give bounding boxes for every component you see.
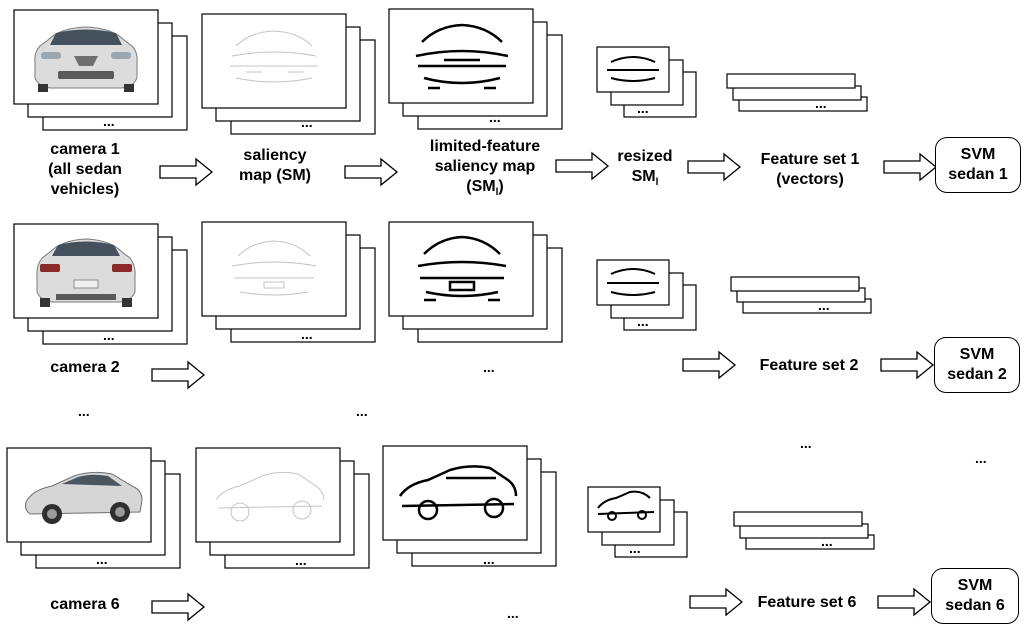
arrow-resized-to-features [687, 153, 741, 181]
saliency-car-front [230, 30, 318, 83]
camera2-stack-ellipsis: ... [103, 327, 115, 343]
camera-ellipsis-middle: ... [78, 403, 90, 419]
saliency-map-stack-row2 [201, 221, 376, 343]
svm-sedan2-subtitle: sedan 2 [947, 366, 1007, 383]
vector-stack-row1 [726, 73, 868, 112]
limited-below-ellipsis-row3: ... [507, 605, 519, 621]
limited-saliency-stack-row1 [388, 8, 563, 130]
saliency-stack-ellipsis-row2: ... [301, 326, 313, 342]
svm-sedan6-title: SVM [957, 577, 993, 594]
saliency-stack-ellipsis-row3: ... [295, 552, 307, 568]
arrow-features2-to-svm2 [880, 351, 934, 379]
resized-car-side [597, 490, 655, 521]
limited-saliency-car-side [398, 465, 518, 521]
arrow-features1-to-svm1 [883, 153, 937, 181]
arrow-saliency-to-limited [344, 158, 398, 186]
feature-set6-label: Feature set 6 [757, 594, 857, 611]
camera6-stack-ellipsis: ... [96, 551, 108, 567]
camera6-image-stack [6, 447, 181, 569]
limited-saliency-car-front [415, 23, 509, 90]
limited-stack-ellipsis-row2: ... [483, 359, 495, 375]
resized-stack-row1 [596, 46, 697, 118]
limited-stack-ellipsis-row1: ... [489, 109, 501, 125]
car-front-photo [34, 26, 138, 92]
saliency-map-stack-row1 [201, 13, 376, 135]
arrow-to-features2 [682, 351, 736, 379]
resized-car-rear [607, 268, 659, 296]
camera1-image-stack [13, 9, 188, 131]
camera1-stack-ellipsis: ... [103, 113, 115, 129]
resized-stack-row3 [587, 486, 688, 558]
svm-sedan1-title: SVM [960, 146, 996, 163]
resized-stack-row2 [596, 259, 697, 331]
arrow-cam6 [151, 593, 205, 621]
svm-sedan1-subtitle: sedan 1 [948, 166, 1008, 183]
resized-stack-ellipsis-row2: ... [637, 313, 649, 329]
feature-ellipsis-middle: ... [800, 435, 812, 451]
vector-stack-row3 [733, 511, 875, 550]
svm-ellipsis-middle: ... [975, 450, 987, 466]
arrow-to-features6 [689, 588, 743, 616]
vector-stack-row2 [730, 276, 872, 314]
feature-set1-label: Feature set 1 (vectors) [760, 151, 860, 188]
car-side-photo [25, 471, 143, 524]
car-rear-photo [36, 238, 136, 307]
camera2-label: camera 2 [50, 359, 120, 376]
limited-saliency-stack-row3 [382, 445, 557, 567]
saliency-car-side [215, 471, 325, 522]
svm-sedan6-box: SVM sedan 6 [931, 568, 1019, 624]
saliency-map-stack-row3 [195, 447, 370, 569]
svm-sedan2-box: SVM sedan 2 [934, 337, 1020, 393]
camera6-label: camera 6 [50, 596, 120, 613]
saliency-car-rear [231, 240, 317, 296]
resized-stack-ellipsis-row1: ... [637, 100, 649, 116]
limited-saliency-car-rear [417, 235, 507, 302]
saliency-stack-ellipsis-row1: ... [301, 114, 313, 130]
resized-car-front [607, 56, 659, 82]
camera2-image-stack [13, 223, 188, 345]
svm-sedan2-title: SVM [959, 346, 995, 363]
arrow-cam1-to-saliency [159, 158, 213, 186]
svm-sedan6-subtitle: sedan 6 [945, 597, 1005, 614]
saliency-map-label: saliency map (SM) [239, 147, 311, 184]
vector-stack-ellipsis-row1: ... [815, 95, 827, 111]
resized-stack-ellipsis-row3: ... [629, 540, 641, 556]
camera1-label: camera 1 (all sedan vehicles) [48, 141, 122, 198]
vector-stack-ellipsis-row2: ... [818, 297, 830, 313]
vector-stack-ellipsis-row3: ... [821, 533, 833, 549]
saliency-ellipsis-middle: ... [356, 403, 368, 419]
limited-stack-ellipsis-row3: ... [483, 551, 495, 567]
feature-set2-label: Feature set 2 [759, 357, 859, 374]
arrow-cam2 [151, 361, 205, 389]
limited-saliency-stack-row2 [388, 221, 563, 343]
resized-label: resized SMl [617, 148, 673, 189]
limited-feature-label: limited-feature saliency map (SMl) [429, 138, 541, 199]
arrow-features6-to-svm6 [877, 588, 931, 616]
svm-sedan1-box: SVM sedan 1 [935, 137, 1021, 193]
